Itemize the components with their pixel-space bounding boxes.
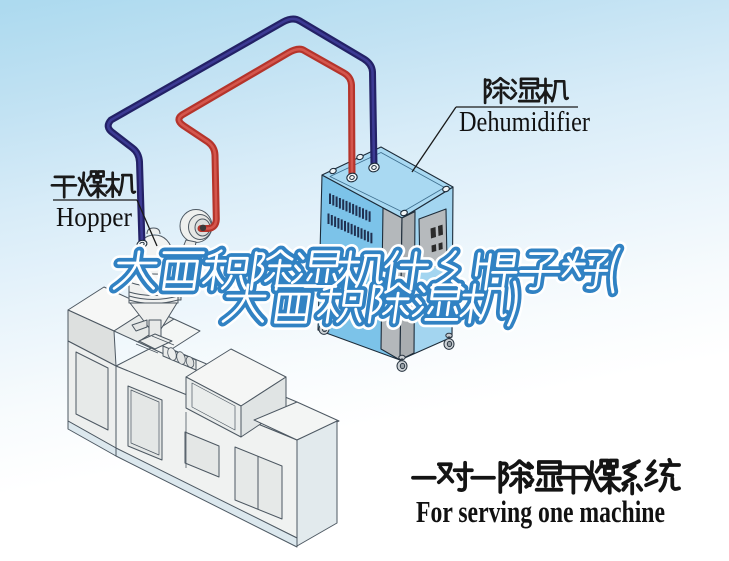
svg-text:Dehumidifier: Dehumidifier — [459, 106, 590, 138]
svg-text:Hopper: Hopper — [56, 202, 132, 232]
svg-text:For serving one machine: For serving one machine — [416, 494, 665, 529]
